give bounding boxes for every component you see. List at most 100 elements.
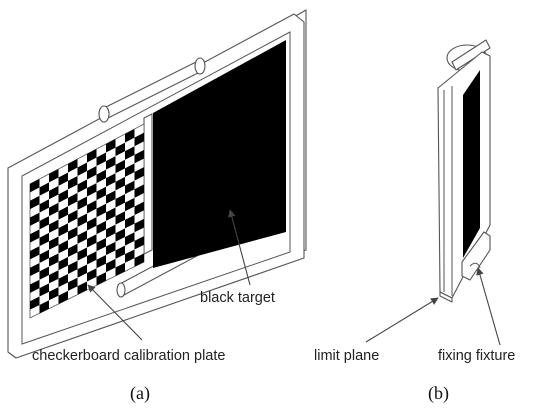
caption-b: (b) bbox=[428, 383, 449, 404]
checkerboard-square bbox=[125, 215, 135, 229]
checkerboard-square bbox=[96, 255, 106, 269]
center-divider bbox=[143, 113, 153, 255]
caption-a: (a) bbox=[130, 383, 150, 404]
checkerboard-square bbox=[106, 224, 116, 238]
checkerboard-square bbox=[68, 243, 78, 258]
checkerboard-square bbox=[49, 270, 59, 284]
checkerboard-square bbox=[58, 240, 68, 254]
bottom-rail-cap-left bbox=[116, 282, 126, 298]
checkerboard-square bbox=[39, 182, 49, 196]
checkerboard-square bbox=[68, 175, 78, 190]
top-rail-cap-left bbox=[98, 105, 110, 123]
checkerboard-square bbox=[96, 220, 106, 235]
checkerboard-square bbox=[49, 202, 59, 217]
checkerboard-square bbox=[134, 149, 144, 164]
checkerboard-square bbox=[77, 196, 87, 210]
checkerboard-square bbox=[115, 142, 125, 157]
checkerboard-square bbox=[125, 197, 135, 212]
checkerboard-square bbox=[77, 213, 87, 227]
side-fixture-detail bbox=[469, 262, 481, 269]
checkerboard-square bbox=[125, 146, 135, 160]
limit-plane-arrow bbox=[365, 297, 439, 343]
panel-b-device bbox=[437, 39, 491, 303]
checkerboard-square bbox=[39, 266, 49, 280]
side-limit-plane bbox=[439, 291, 453, 303]
checkerboard-square bbox=[58, 189, 68, 203]
checkerboard-square bbox=[30, 246, 40, 260]
checkerboard-square bbox=[125, 163, 135, 177]
checkerboard-square bbox=[134, 184, 144, 198]
checkerboard-square bbox=[77, 230, 87, 244]
checkerboard-square bbox=[106, 207, 116, 221]
checkerboard-label: checkerboard calibration plate bbox=[32, 348, 225, 364]
checkerboard-square bbox=[30, 262, 40, 277]
checkerboard-square bbox=[39, 300, 49, 314]
panel-a-device bbox=[7, 9, 307, 359]
checkerboard-square bbox=[58, 273, 68, 288]
checkerboard-square bbox=[68, 277, 78, 291]
checkerboard-square bbox=[39, 249, 49, 263]
checkerboard-square bbox=[87, 251, 97, 265]
checkerboard-square bbox=[115, 211, 125, 225]
checkerboard-square bbox=[49, 169, 59, 183]
checkerboard-square bbox=[115, 176, 125, 191]
checkerboard-square bbox=[87, 149, 97, 163]
checkerboard-square bbox=[39, 232, 49, 247]
checkerboard-square bbox=[134, 253, 144, 267]
checkerboard-square bbox=[58, 206, 68, 220]
checkerboard-arrow bbox=[87, 284, 143, 341]
checkerboard-square bbox=[58, 290, 68, 304]
checkerboard-square bbox=[39, 283, 49, 297]
checkerboard-square bbox=[125, 249, 135, 263]
checkerboard-square bbox=[77, 179, 87, 193]
checkerboard-square bbox=[49, 236, 59, 250]
checkerboard-square bbox=[68, 209, 78, 224]
checkerboard-square bbox=[87, 183, 97, 197]
checkerboard-square bbox=[49, 287, 59, 301]
checkerboard-square bbox=[30, 179, 40, 193]
checkerboard-square bbox=[30, 212, 40, 226]
device-inner-border bbox=[21, 31, 291, 345]
black-target-arrow bbox=[228, 209, 251, 286]
checkerboard-square bbox=[96, 237, 106, 252]
checkerboard-square bbox=[87, 200, 97, 214]
checkerboard-square bbox=[106, 156, 116, 170]
checkerboard-square bbox=[77, 247, 87, 261]
checkerboard-square bbox=[115, 262, 125, 276]
checkerboard-square bbox=[96, 203, 106, 218]
black-target bbox=[153, 40, 286, 268]
top-rail-cap-right bbox=[194, 57, 206, 75]
checkerboard-square bbox=[106, 190, 116, 204]
checkerboard-square bbox=[134, 167, 144, 181]
checkerboard-square bbox=[68, 226, 78, 241]
checkerboard-square bbox=[30, 296, 40, 310]
checkerboard-square bbox=[106, 139, 116, 153]
side-black-target bbox=[463, 70, 480, 258]
checkerboard-square bbox=[30, 229, 40, 243]
checkerboard-square bbox=[68, 159, 78, 173]
checkerboard-square bbox=[96, 186, 106, 201]
side-fixing-fixture bbox=[461, 231, 491, 281]
checkerboard-square bbox=[87, 268, 97, 282]
checkerboard-calibration-plate bbox=[29, 123, 145, 319]
checkerboard-square bbox=[125, 129, 135, 143]
checkerboard-square bbox=[106, 241, 116, 256]
checkerboard-square bbox=[68, 260, 78, 274]
checkerboard-square bbox=[30, 279, 40, 293]
checkerboard-square bbox=[30, 195, 40, 210]
checkerboard-square bbox=[58, 257, 68, 271]
checkerboard-square bbox=[106, 173, 116, 187]
checkerboard-square bbox=[49, 253, 59, 267]
checkerboard-square bbox=[77, 264, 87, 278]
checkerboard-square bbox=[96, 169, 106, 184]
black-target-label: black target bbox=[200, 290, 275, 306]
checkerboard-square bbox=[106, 258, 116, 273]
fixing-fixture-arrow bbox=[476, 267, 501, 346]
checkerboard-square bbox=[125, 180, 135, 195]
checkerboard-square bbox=[58, 223, 68, 237]
checkerboard-square bbox=[115, 228, 125, 242]
checkerboard-square bbox=[115, 159, 125, 174]
checkerboard-square bbox=[134, 236, 144, 250]
